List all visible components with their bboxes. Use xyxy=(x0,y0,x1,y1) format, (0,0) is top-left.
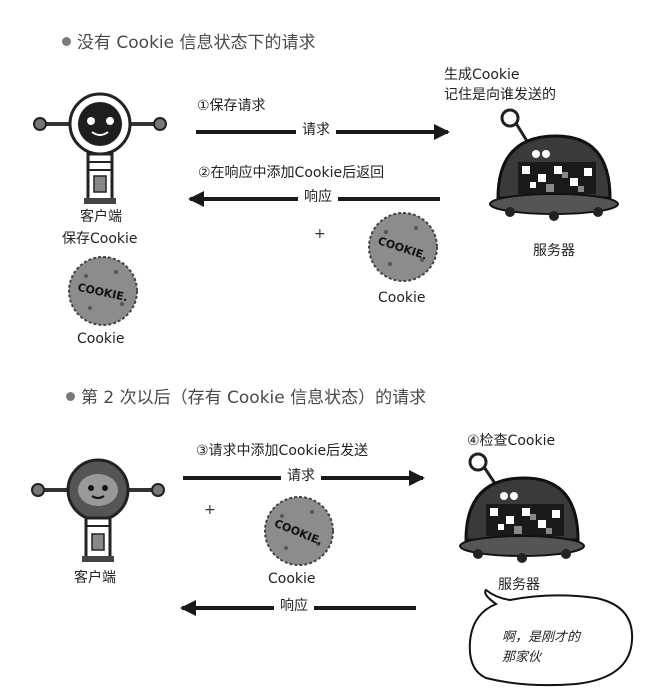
response-arrow-2: 响应 xyxy=(180,596,416,616)
request-arrow-1-label: 请求 xyxy=(296,120,336,140)
step1-label: ①保存请求 xyxy=(197,98,266,114)
plus-sign-2: + xyxy=(204,502,216,518)
cookie2-label: Cookie xyxy=(268,571,316,587)
client-label: 客户端 xyxy=(80,209,122,225)
cookie-saved-icon: COOKIE. xyxy=(68,256,138,326)
client-robot-icon xyxy=(31,458,165,562)
request-arrow-1: 请求 xyxy=(196,120,450,140)
server-note-line2: 记住是向谁发送的 xyxy=(444,87,556,103)
plus-sign-1: + xyxy=(314,226,326,242)
speech-line2: 那家伙 xyxy=(502,650,542,665)
cookie-sent-icon: COOKIE. xyxy=(368,212,438,282)
response-arrow-1-label: 响应 xyxy=(298,187,338,207)
server-label: 服务器 xyxy=(533,243,575,259)
step4-label: ④检查Cookie xyxy=(467,433,556,449)
section2-heading-text: 第 2 次以后（存有 Cookie 信息状态）的请求 xyxy=(81,388,427,408)
client-save-cookie-label: 保存Cookie xyxy=(62,231,138,247)
request-arrow-2: 请求 xyxy=(183,466,425,486)
server2-label: 服务器 xyxy=(498,577,540,593)
section1-heading-text: 没有 Cookie 信息状态下的请求 xyxy=(77,33,316,53)
speech-bubble xyxy=(468,588,634,687)
response-arrow-2-label: 响应 xyxy=(274,596,314,616)
bullet-icon xyxy=(66,391,75,401)
bullet-icon xyxy=(62,36,71,46)
server-robot-icon xyxy=(489,108,619,221)
response-arrow-1: 响应 xyxy=(188,187,440,207)
server-robot-icon xyxy=(459,452,585,563)
client2-label: 客户端 xyxy=(74,570,116,586)
step2-label: ②在响应中添加Cookie后返回 xyxy=(198,165,385,181)
server-note-line1: 生成Cookie xyxy=(444,67,520,83)
cookie-sent-label: Cookie xyxy=(378,290,426,306)
speech-line1: 啊，是刚才的 xyxy=(502,630,581,645)
section1-heading: 没有 Cookie 信息状态下的请求 xyxy=(62,28,316,53)
cookie-icon: COOKIE. xyxy=(264,496,334,566)
step3-label: ③请求中添加Cookie后发送 xyxy=(196,443,369,459)
client-robot-icon xyxy=(33,92,167,204)
section2-heading: 第 2 次以后（存有 Cookie 信息状态）的请求 xyxy=(66,383,426,408)
request-arrow-2-label: 请求 xyxy=(281,466,321,486)
cookie-saved-label: Cookie xyxy=(77,331,125,347)
